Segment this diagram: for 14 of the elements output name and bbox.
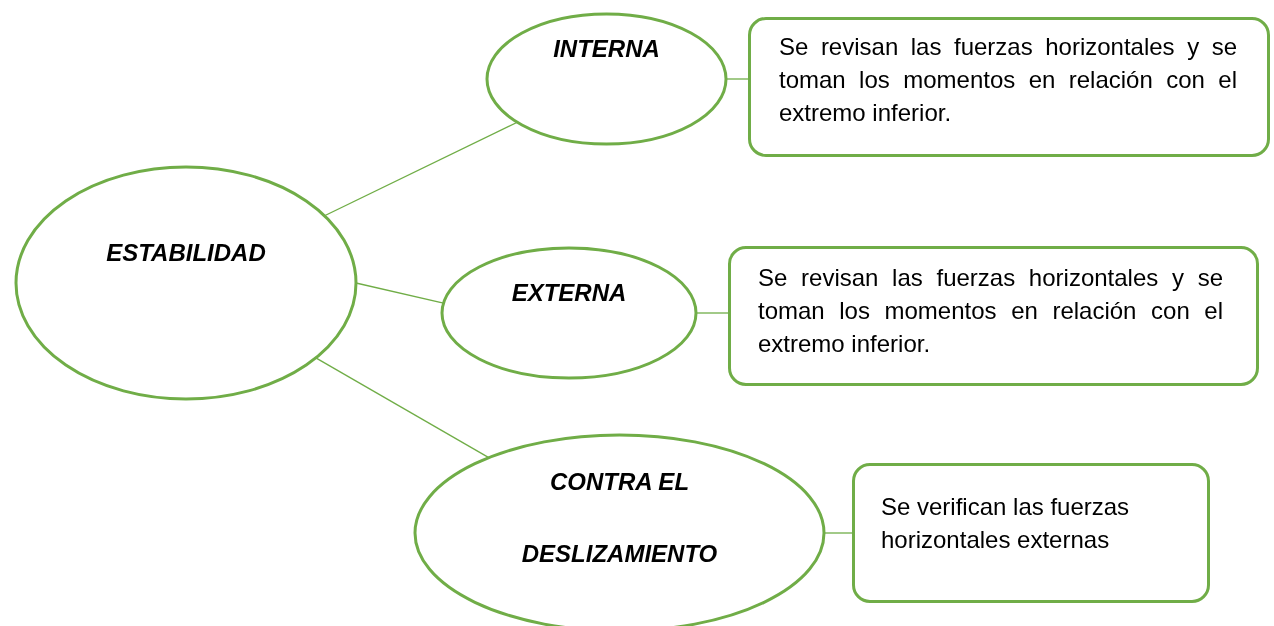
ellipse-node xyxy=(440,246,698,380)
connector-line xyxy=(315,357,490,459)
description-box xyxy=(852,463,1210,603)
node-title: EXTERNA xyxy=(510,278,628,308)
node-title: ESTABILIDAD xyxy=(105,238,267,268)
description-text: Se revisan las fuerzas horizontales y se toman los momentos en relación con el extremo inferior. xyxy=(758,263,1223,359)
node-title: CONTRA EL DESLIZAMIENTO xyxy=(520,467,719,569)
ellipse-node xyxy=(485,12,728,146)
description-text: Se verifican las fuerzas horizontales externas xyxy=(881,492,1131,555)
description-text: Se revisan las fuerzas horizontales y se toman los momentos en relación con el extremo inferior. xyxy=(779,32,1237,128)
description-box xyxy=(748,17,1270,157)
node-title: INTERNA xyxy=(552,34,661,64)
ellipse-node xyxy=(14,165,358,401)
description-box xyxy=(728,246,1259,386)
